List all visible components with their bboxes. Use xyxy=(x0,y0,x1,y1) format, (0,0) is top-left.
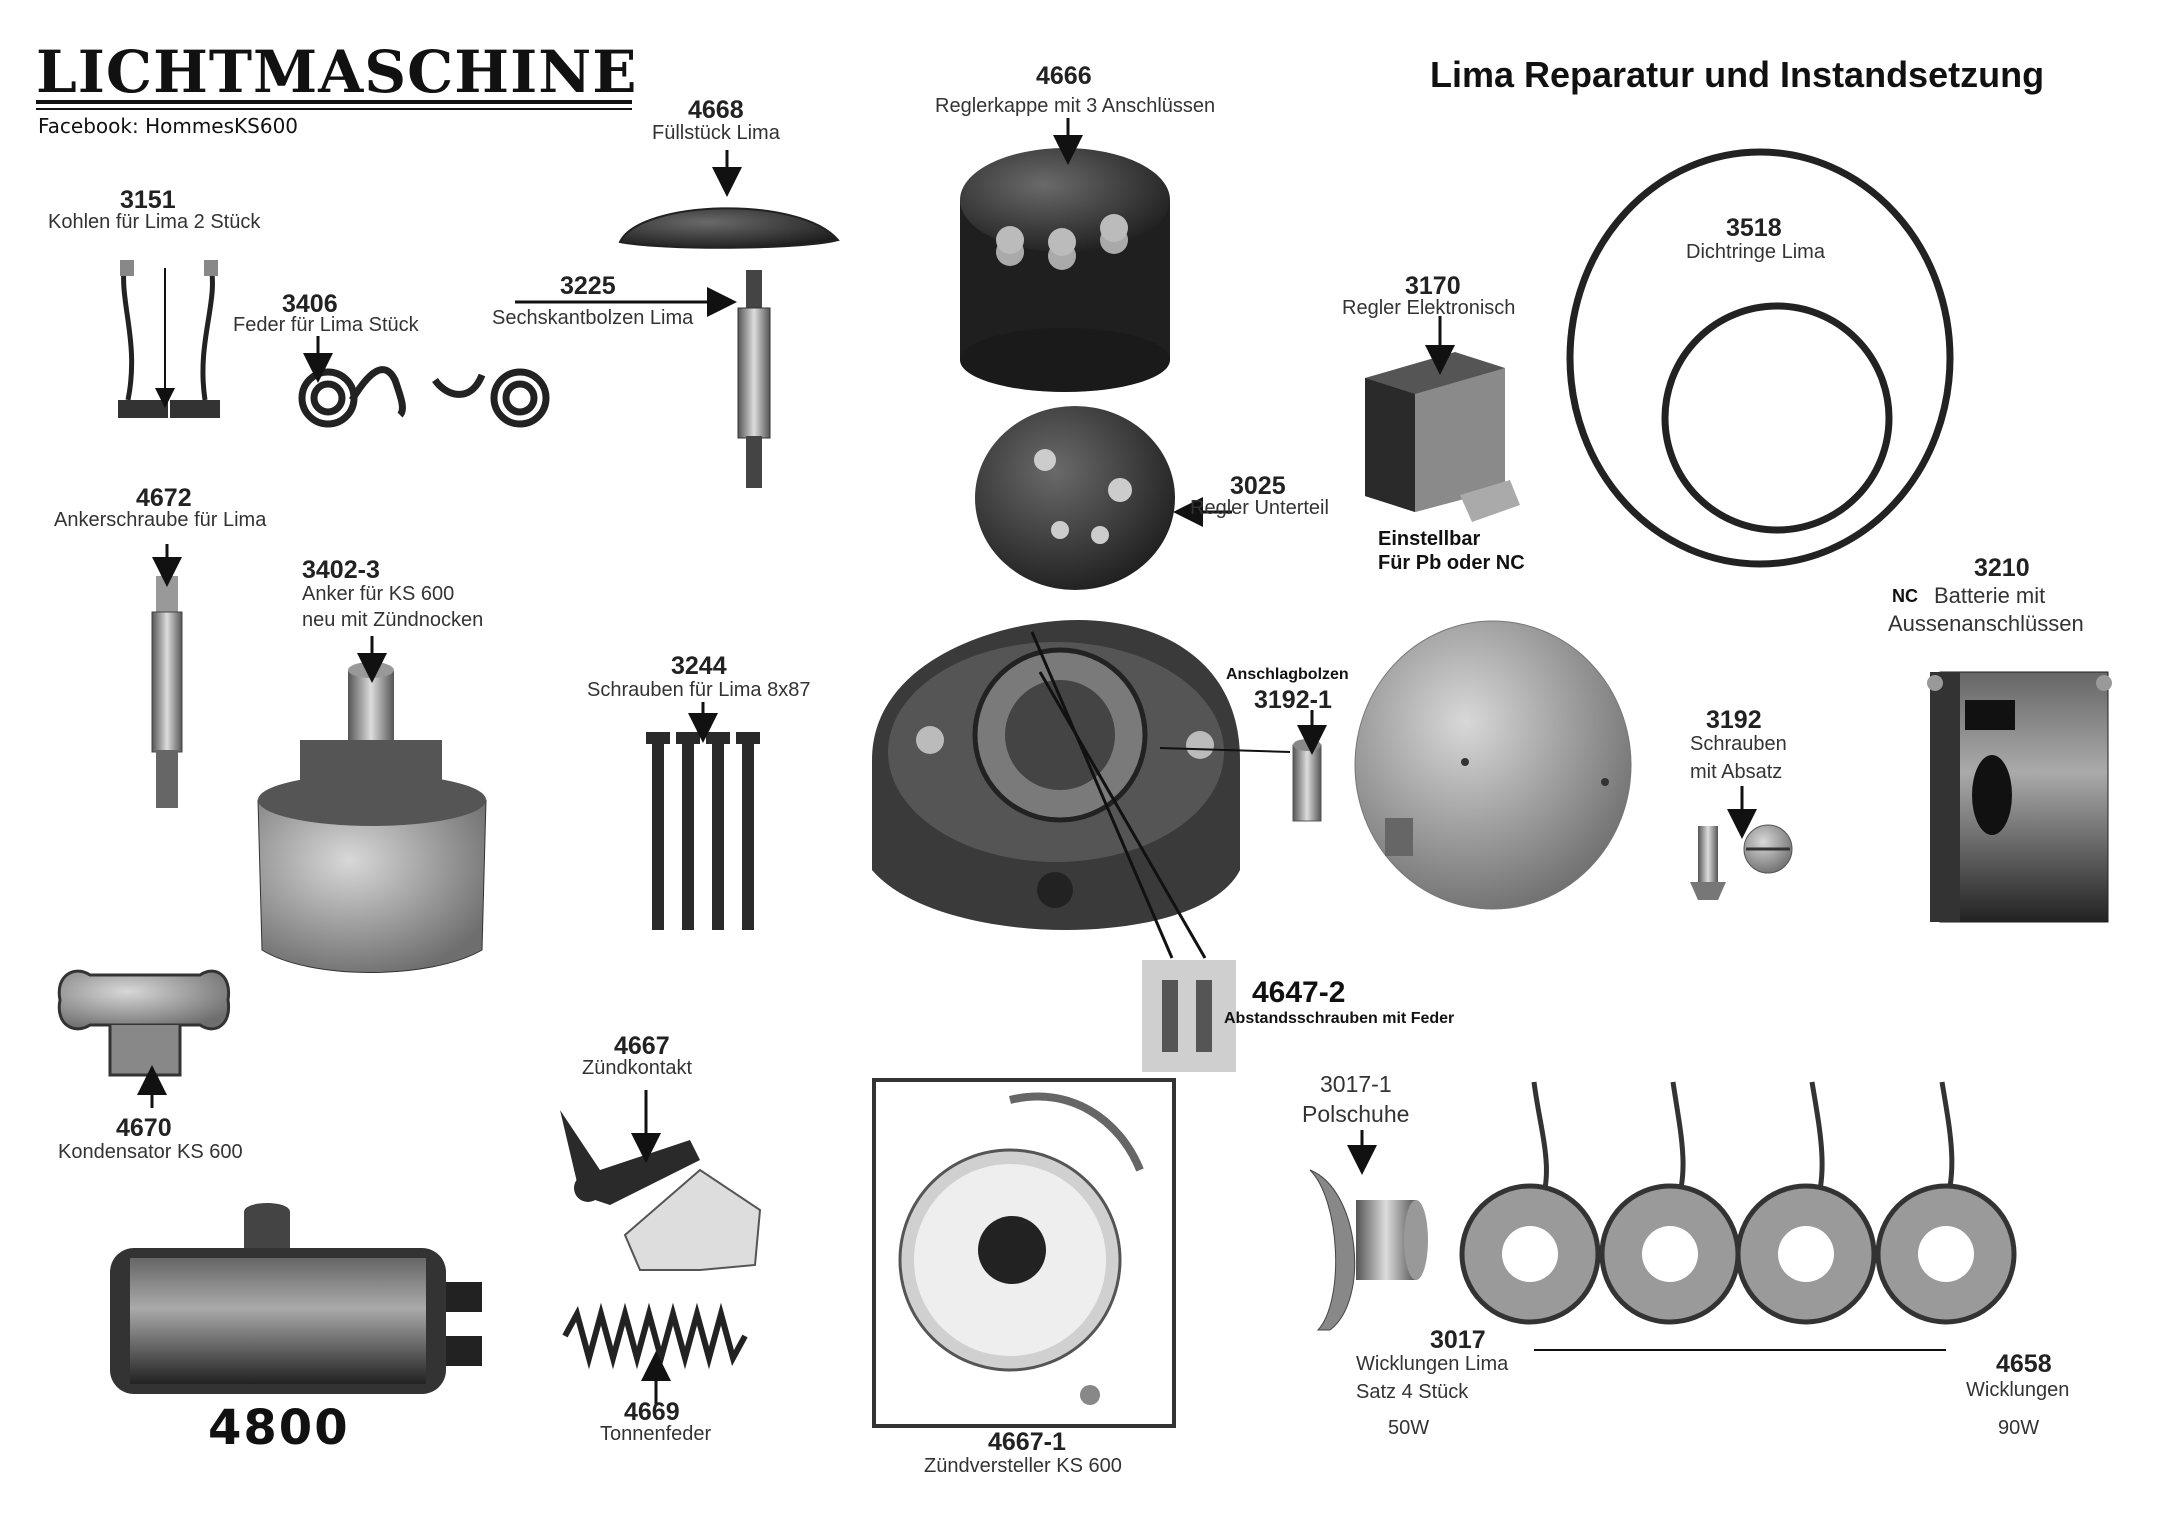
hex-bolt-icon xyxy=(737,270,771,488)
part-label-3192-1: Anschlagbolzen xyxy=(1226,666,1349,683)
part-label-3210-line1: Batterie mit xyxy=(1934,583,2046,608)
condenser-icon xyxy=(57,969,231,1077)
small-oring-icon xyxy=(1661,302,1893,534)
part-label-3017-line2: Satz 4 Stück xyxy=(1356,1381,1469,1403)
part-label-3192-line1: Schrauben xyxy=(1690,733,1787,755)
part-number-3192: 3192 xyxy=(1706,706,1762,734)
part-number-3017-1: 3017-1 xyxy=(1320,1071,1392,1097)
part-label-3518: Dichtringe Lima xyxy=(1686,241,1825,263)
part-label-3406: Feder für Lima Stück xyxy=(233,314,419,336)
part-number-3151: 3151 xyxy=(120,186,176,214)
part-label-4647-2: Abstandsschrauben mit Feder xyxy=(1224,1010,1455,1027)
part-number-3402-3: 3402-3 xyxy=(302,556,380,584)
title-rule xyxy=(36,108,632,110)
part-label-4669: Tonnenfeder xyxy=(600,1423,712,1445)
spring-icon xyxy=(298,366,550,428)
part-label-3402-3-line1: Anker für KS 600 xyxy=(302,583,455,605)
part-label-4658: Wicklungen xyxy=(1966,1379,2070,1401)
part-watt-4658: 90W xyxy=(1998,1417,2040,1439)
part-number-4647-2: 4647-2 xyxy=(1252,976,1346,1009)
part-number-3192-1: 3192-1 xyxy=(1254,686,1332,714)
title-rule xyxy=(36,100,632,104)
part-number-4669: 4669 xyxy=(624,1398,680,1426)
part-label-4672: Ankerschraube für Lima xyxy=(54,509,267,531)
part-label-3210-line2: Aussenanschlüssen xyxy=(1888,611,2084,636)
headline: Lima Reparatur und Instandsetzung xyxy=(1430,54,2045,95)
filler-piece-icon xyxy=(618,207,840,249)
electronic-regulator-icon xyxy=(1365,352,1520,522)
part-number-4672: 4672 xyxy=(136,484,192,512)
part-number-4670: 4670 xyxy=(116,1114,172,1142)
field-winding-icon xyxy=(1459,1081,2017,1325)
part-number-3025: 3025 xyxy=(1230,472,1286,500)
part-number-4667: 4667 xyxy=(614,1032,670,1060)
part-label-3402-3-line2: neu mit Zündnocken xyxy=(302,609,484,631)
part-label-4666: Reglerkappe mit 3 Anschlüssen xyxy=(935,95,1216,117)
part-number-4668: 4668 xyxy=(688,96,744,124)
part-watt-3017: 50W xyxy=(1388,1417,1430,1439)
spacer-screws-icon xyxy=(1142,960,1236,1072)
barrel-spring-icon xyxy=(562,1302,748,1370)
regulator-base-icon xyxy=(975,406,1175,590)
part-label-3244: Schrauben für Lima 8x87 xyxy=(587,679,811,701)
part-label-3225: Sechskantbolzen Lima xyxy=(492,307,694,329)
part-number-3210: 3210 xyxy=(1974,554,2030,582)
battery-prefix: NC xyxy=(1892,586,1918,606)
end-cover-icon xyxy=(1354,620,1632,910)
part-label-3025: Regler Unterteil xyxy=(1190,497,1329,519)
part-number-4800: 4800 xyxy=(208,1400,350,1456)
part-label-4667: Zündkontakt xyxy=(582,1057,693,1079)
ignition-advance-icon xyxy=(872,1078,1176,1428)
armature-screw-icon xyxy=(151,576,183,808)
part-number-3406: 3406 xyxy=(282,290,338,318)
regulator-note-battery-type: Für Pb oder NC xyxy=(1378,552,1525,574)
large-oring-icon xyxy=(1566,148,1954,568)
part-label-4670: Kondensator KS 600 xyxy=(58,1141,243,1163)
page-title: LICHTMASCHINE xyxy=(36,38,638,106)
regulator-note-adjustable: Einstellbar xyxy=(1378,528,1481,550)
stop-bolt-icon xyxy=(1292,739,1322,822)
part-number-3225: 3225 xyxy=(560,272,616,300)
part-number-3017: 3017 xyxy=(1430,1326,1486,1354)
part-label-3017-1: Polschuhe xyxy=(1302,1101,1410,1127)
part-label-3192-line2: mit Absatz xyxy=(1690,761,1783,783)
part-number-3518: 3518 xyxy=(1726,214,1782,242)
part-label-3017-line1: Wicklungen Lima xyxy=(1356,1353,1509,1375)
part-number-4667-1: 4667-1 xyxy=(988,1428,1066,1456)
long-screws-icon xyxy=(646,732,760,930)
ignition-coil-icon xyxy=(110,1203,482,1394)
part-label-4668: Füllstück Lima xyxy=(652,122,780,144)
collar-screw-icon xyxy=(1690,824,1793,900)
part-number-4666: 4666 xyxy=(1036,62,1092,90)
brush-carbon-icon xyxy=(118,260,220,418)
facebook-label: Facebook: HommesKS600 xyxy=(38,114,299,138)
armature-icon xyxy=(257,662,487,973)
battery-icon xyxy=(1927,671,2112,923)
part-number-3244: 3244 xyxy=(671,652,727,680)
regulator-cap-icon xyxy=(960,148,1170,392)
ignition-contact-icon xyxy=(560,1110,762,1271)
part-label-4667-1: Zündversteller KS 600 xyxy=(924,1455,1122,1477)
pole-shoe-icon xyxy=(1309,1169,1428,1331)
dynamo-housing-icon xyxy=(872,620,1240,930)
part-label-3170: Regler Elektronisch xyxy=(1342,297,1516,319)
part-label-3151: Kohlen für Lima 2 Stück xyxy=(48,211,261,233)
part-number-4658: 4658 xyxy=(1996,1350,2052,1378)
part-number-3170: 3170 xyxy=(1405,272,1461,300)
